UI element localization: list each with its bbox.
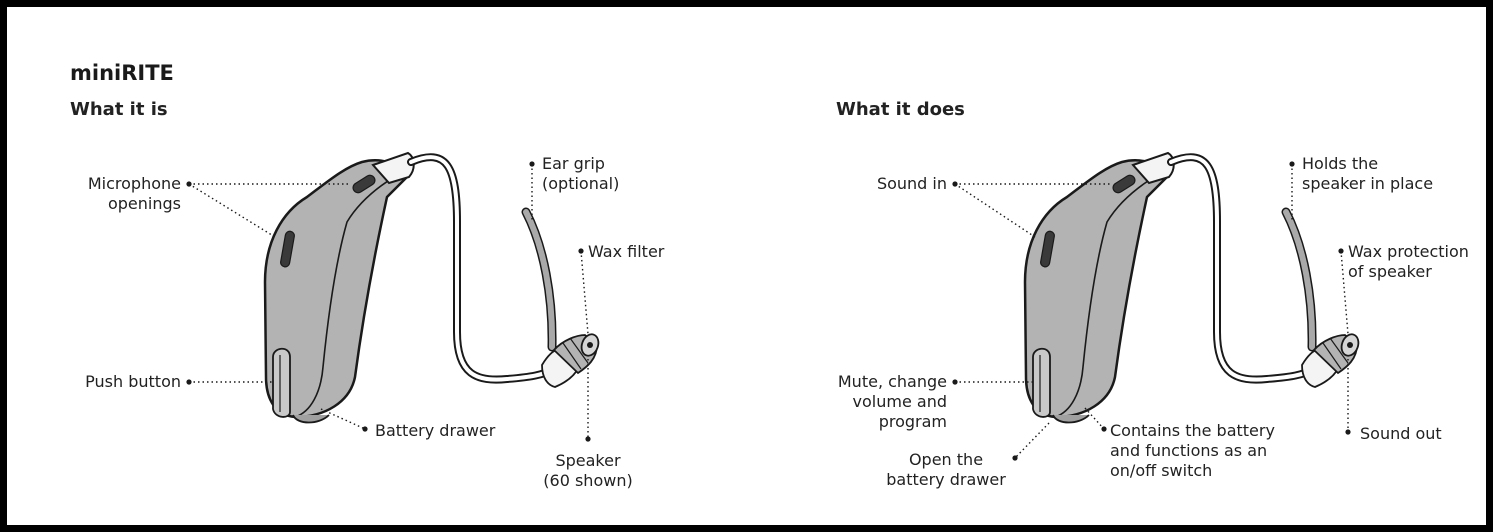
- label-wax-protection: Wax protection of speaker: [1348, 242, 1469, 281]
- label-dot: [362, 426, 368, 432]
- label-speaker: Speaker (60 shown): [543, 451, 633, 490]
- label-battery-drawer: Battery drawer: [375, 421, 496, 440]
- leader-contains-battery: [1084, 407, 1105, 430]
- leader-wax-filter: [580, 250, 589, 335]
- label-dot: [1345, 429, 1351, 435]
- label-dot: [585, 436, 591, 442]
- label-ear-grip: Ear grip (optional): [542, 154, 620, 193]
- label-dot: [1338, 248, 1344, 254]
- label-dot: [1101, 426, 1107, 432]
- right-heading: What it does: [836, 99, 965, 120]
- diagram-canvas: [186, 7, 1486, 461]
- page-title: miniRITE: [70, 61, 174, 85]
- label-push-button: Push button: [85, 372, 181, 391]
- left-heading: What it is: [70, 99, 168, 120]
- label-holds-speaker: Holds the speaker in place: [1302, 154, 1434, 193]
- label-dot: [952, 181, 958, 187]
- label-sound-out: Sound out: [1360, 424, 1442, 443]
- label-sound-in: Sound in: [876, 174, 947, 193]
- leader-sound-in-side: [954, 183, 1036, 238]
- page: miniRITE What it is What it does Microph…: [7, 7, 1486, 525]
- label-mute: Mute, change volume and program: [837, 372, 947, 431]
- label-dot: [186, 379, 192, 385]
- leader-open-drawer: [1014, 422, 1050, 459]
- label-dot: [186, 181, 192, 187]
- label-dot: [578, 248, 584, 254]
- label-open-drawer: Open the battery drawer: [886, 450, 1006, 489]
- label-dot: [1012, 455, 1018, 461]
- label-wax-filter: Wax filter: [588, 242, 665, 261]
- label-dot: [529, 161, 535, 167]
- label-contains-battery: Contains the battery and functions as an…: [1110, 421, 1275, 480]
- leader-battery-drawer: [320, 408, 366, 430]
- label-dot: [1289, 161, 1295, 167]
- leader-wax-protection: [1340, 250, 1349, 335]
- leader-microphone-side: [188, 183, 276, 238]
- label-dot: [952, 379, 958, 385]
- label-microphone-openings: Microphone openings: [87, 174, 181, 213]
